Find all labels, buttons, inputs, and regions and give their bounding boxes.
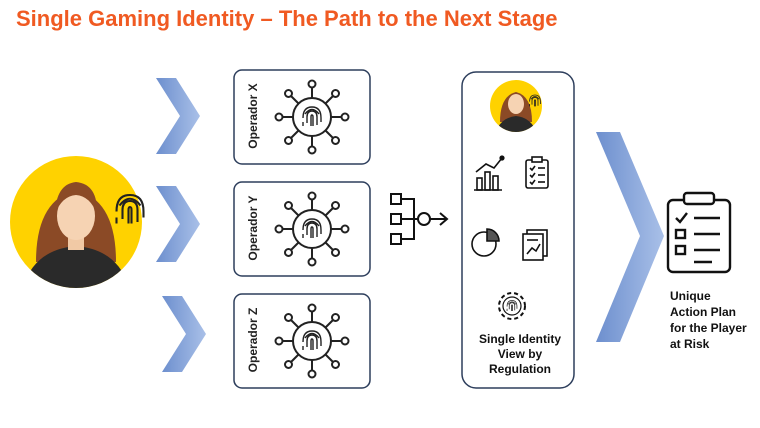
operator-label-y: Operador Y	[246, 195, 260, 261]
operator-label-x: Operador X	[246, 83, 260, 149]
single-view-box	[461, 71, 575, 389]
report-icon	[522, 229, 548, 261]
operator-label-z: Operador Z	[246, 307, 260, 373]
chevron-arrow-icon	[156, 78, 200, 154]
single-identity-view-label: Single Identity View by Regulation	[478, 332, 561, 376]
player-avatar-icon	[10, 156, 142, 288]
pie-chart-icon	[471, 228, 500, 257]
bar-chart-icon	[474, 155, 505, 191]
page-title: Single Gaming Identity – The Path to the…	[16, 6, 558, 31]
player-avatar-icon	[490, 80, 542, 132]
gear-fingerprint-icon	[498, 292, 526, 320]
clipboard-checklist-icon	[666, 191, 732, 274]
flowchart-icon	[390, 193, 449, 245]
action-plan-label: Unique Action Plan for the Player at Ris…	[670, 289, 747, 351]
chevron-arrow-icon	[596, 132, 664, 342]
checklist-icon	[525, 156, 549, 189]
chevron-arrow-icon	[162, 296, 206, 372]
chevron-arrow-icon	[156, 186, 200, 262]
